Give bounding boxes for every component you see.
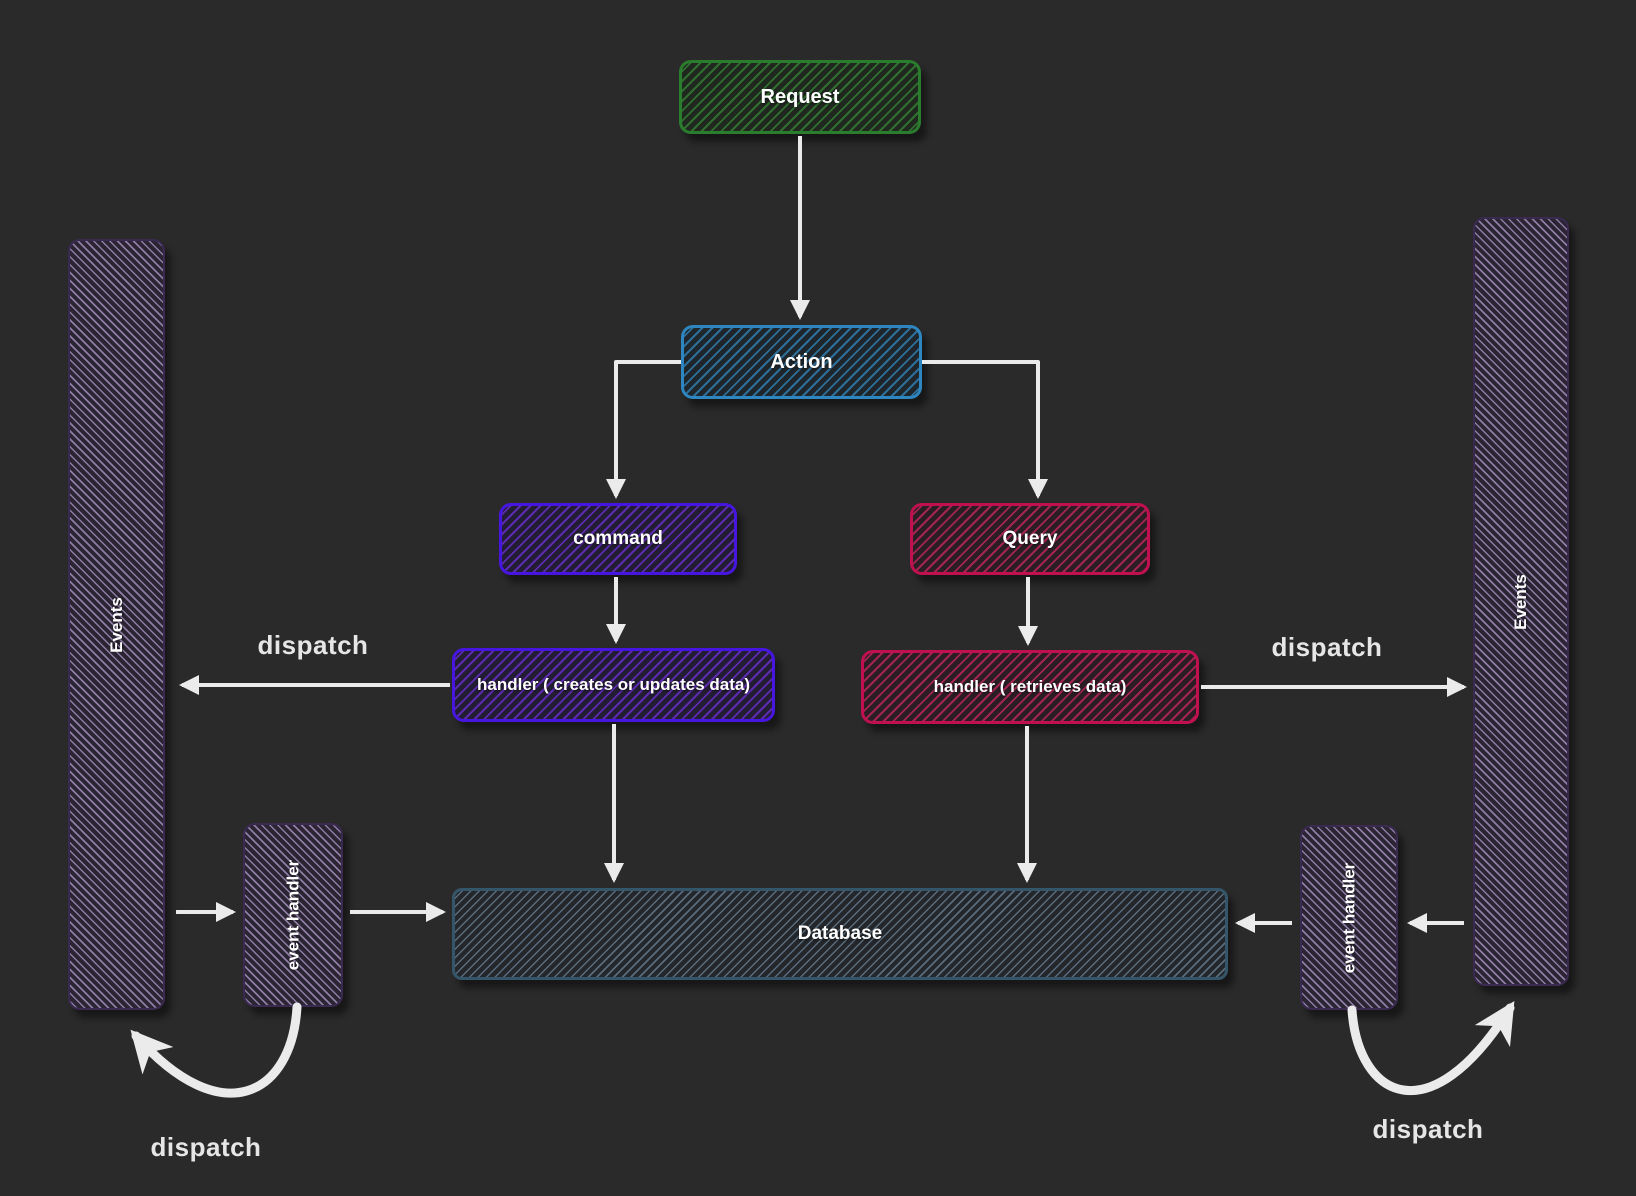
query-node: Query <box>910 503 1150 575</box>
dispatch-label-right: dispatch <box>1271 632 1383 662</box>
command-handler-label: handler ( creates or updates data) <box>476 675 751 694</box>
events-left-bar: Events <box>68 239 165 1010</box>
query-handler-label: handler ( retrieves data) <box>933 677 1127 696</box>
events-left-label: Events <box>106 596 126 653</box>
arrow-dispatch-curved-right <box>1347 1000 1515 1095</box>
dispatch-label-bottom-right: dispatch <box>1372 1114 1484 1144</box>
arrow-action-to-command <box>606 360 681 499</box>
event-handler-left-node: event handler <box>243 823 343 1007</box>
query-handler-node: handler ( retrieves data) <box>861 650 1199 724</box>
dispatch-label-left: dispatch <box>257 630 369 660</box>
event-handler-right-node: event handler <box>1300 825 1398 1010</box>
action-label: Action <box>770 350 833 373</box>
database-label: Database <box>797 923 883 944</box>
action-node: Action <box>681 325 922 399</box>
database-node: Database <box>452 888 1228 980</box>
command-node: command <box>499 503 737 575</box>
request-label: Request <box>760 85 840 108</box>
command-label: command <box>573 528 663 549</box>
dispatch-label-bottom-left: dispatch <box>150 1132 262 1162</box>
query-label: Query <box>1002 528 1058 549</box>
arrow-dispatch-curved-left <box>130 1002 302 1098</box>
command-handler-node: handler ( creates or updates data) <box>452 648 775 722</box>
event-handler-right-label: event handler <box>1339 862 1359 973</box>
event-handler-left-label: event handler <box>283 859 303 971</box>
events-right-label: Events <box>1511 573 1530 630</box>
events-right-bar: Events <box>1473 217 1569 986</box>
arrow-action-to-query <box>922 360 1048 499</box>
request-node: Request <box>679 60 921 134</box>
